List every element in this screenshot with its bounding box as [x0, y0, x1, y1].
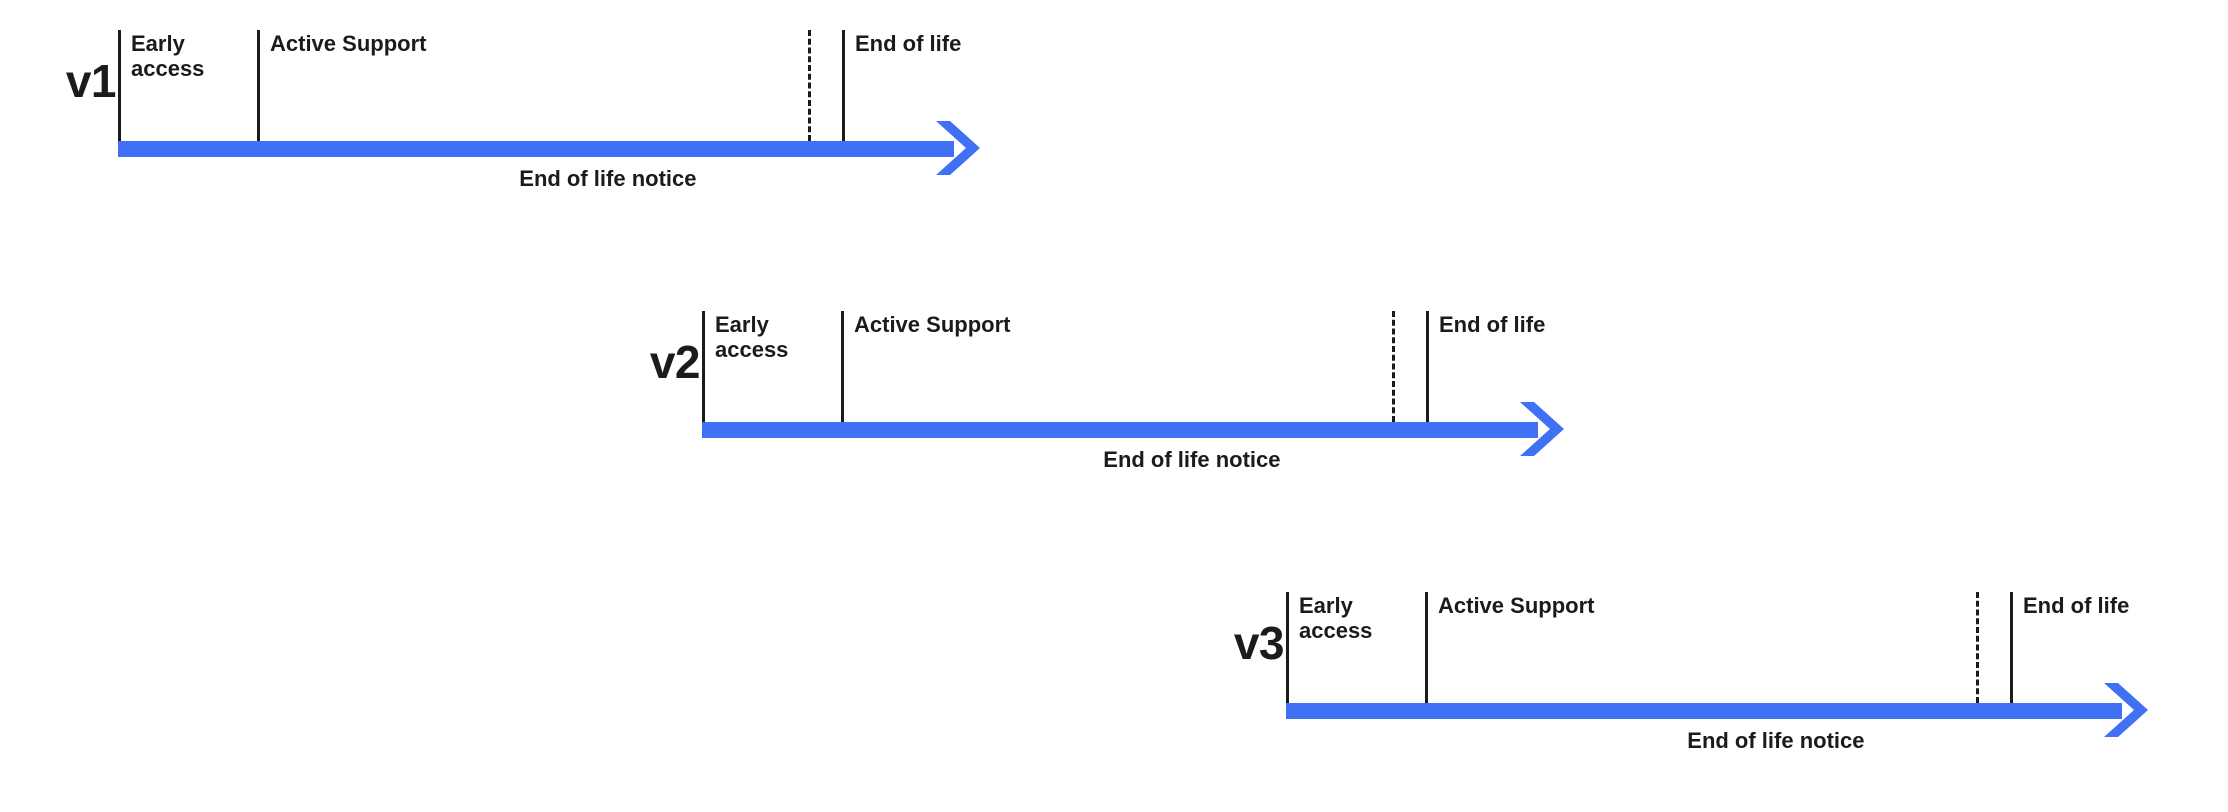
lifecycle-row-v2: v2 Early access Active Support End of li…: [650, 301, 1902, 531]
stage-label-active-support: Active Support: [270, 31, 427, 56]
end-of-life-notice-label: End of life notice: [1687, 728, 1865, 753]
stage-label-end-of-life: End of life: [1439, 312, 1546, 337]
stage-label-early-access: Early access: [715, 312, 789, 362]
divider-early-access-end: [841, 311, 844, 422]
divider-start: [702, 311, 705, 422]
stage-label-active-support: Active Support: [1438, 593, 1595, 618]
divider-end-of-life: [2010, 592, 2013, 703]
divider-start: [1286, 592, 1289, 703]
stage-label-early-access: Early access: [131, 31, 205, 81]
version-label-v2: v2: [649, 336, 701, 388]
timeline-arrow-bar: [702, 422, 1538, 438]
lifecycle-row-v1: v1 Early access Active Support End of li…: [66, 20, 1318, 250]
divider-end-of-life: [1426, 311, 1429, 422]
stage-label-early-access: Early access: [1299, 593, 1373, 643]
version-label-v1: v1: [65, 55, 117, 107]
divider-end-of-life: [842, 30, 845, 141]
divider-early-access-end: [257, 30, 260, 141]
end-of-life-notice-label: End of life notice: [1103, 447, 1281, 472]
divider-start: [118, 30, 121, 141]
stage-label-end-of-life: End of life: [855, 31, 962, 56]
divider-end-of-life-notice: [1976, 592, 1979, 703]
lifecycle-row-v3: v3 Early access Active Support End of li…: [1234, 582, 2228, 812]
divider-end-of-life-notice: [1392, 311, 1395, 422]
divider-end-of-life-notice: [808, 30, 811, 141]
version-label-v3: v3: [1233, 617, 1285, 669]
timeline-arrow-bar: [1286, 703, 2122, 719]
stage-label-active-support: Active Support: [854, 312, 1011, 337]
divider-early-access-end: [1425, 592, 1428, 703]
timeline-arrow-bar: [118, 141, 954, 157]
stage-label-end-of-life: End of life: [2023, 593, 2130, 618]
end-of-life-notice-label: End of life notice: [519, 166, 697, 191]
